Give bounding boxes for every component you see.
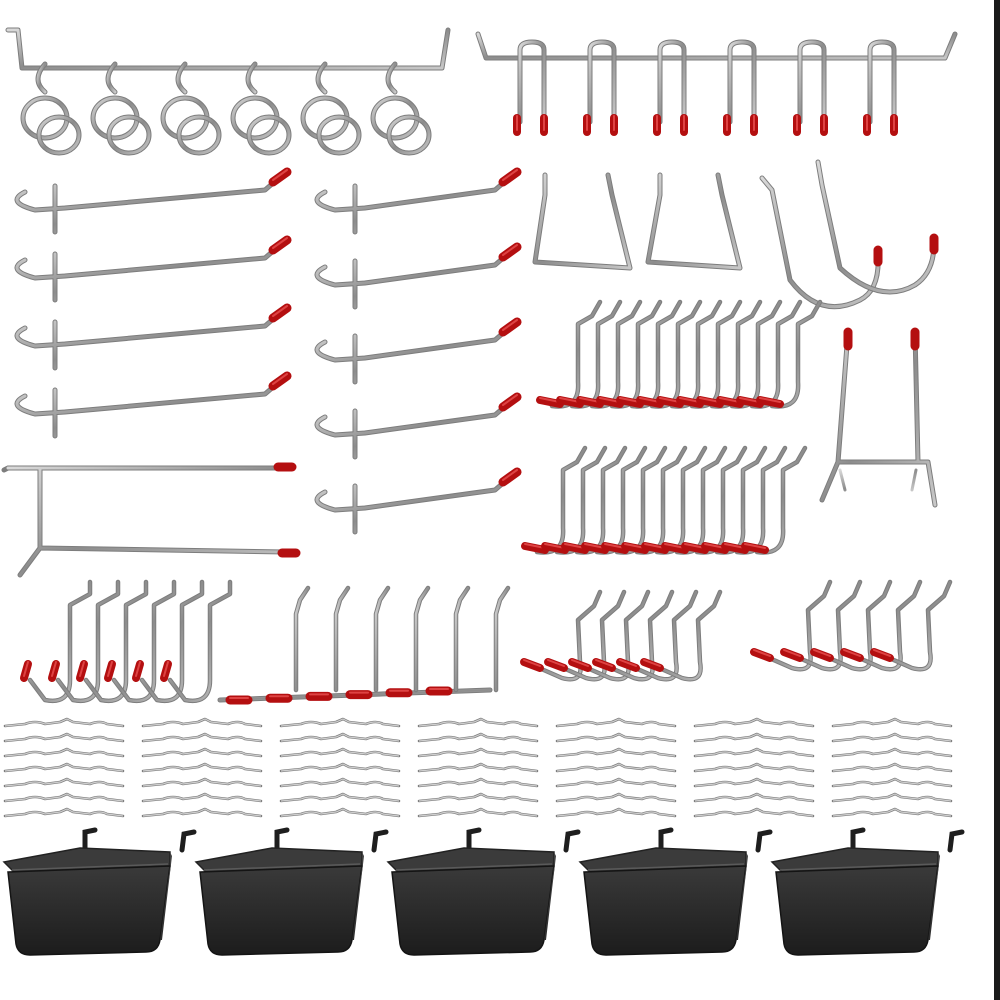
bin-clip: [947, 829, 965, 853]
double-j-hook: [759, 159, 939, 310]
rack-hook: [793, 39, 828, 136]
j-hooks-group-a: [20, 579, 233, 704]
pegboard-lock-stack: [555, 717, 677, 818]
bin-clip: [371, 829, 389, 853]
storage-bin: [2, 827, 197, 956]
long-hook: [314, 317, 522, 385]
j-hook-rack: [475, 31, 958, 136]
curved-hooks-row-1: [536, 299, 823, 409]
l-hooks-group-b: [217, 585, 511, 705]
j-hook: [160, 579, 233, 704]
curved-hook: [696, 299, 763, 409]
pegboard-lock-stack: [3, 717, 125, 818]
l-hook: [333, 585, 351, 693]
storage-bin: [194, 827, 389, 956]
ring-hook: [230, 61, 292, 156]
long-hooks-middle: [314, 167, 522, 535]
rack-hook: [513, 39, 548, 136]
rack-hook: [653, 39, 688, 136]
curved-hook: [756, 299, 823, 409]
long-hook: [314, 167, 522, 235]
bin-clip: [274, 827, 290, 851]
bin-clip: [658, 827, 674, 851]
long-hook: [314, 467, 522, 535]
curved-hook: [736, 299, 803, 409]
curved-hooks-row-2: [521, 445, 808, 555]
curved-hook: [576, 299, 643, 409]
j-hook: [104, 579, 177, 704]
long-hooks-left: [14, 167, 292, 439]
double-prong-holder: [819, 327, 938, 508]
bin-clip: [466, 827, 482, 851]
l-hook: [453, 585, 471, 693]
ring-hook: [20, 61, 82, 156]
curved-hook: [721, 445, 788, 555]
pegboard-locks: [3, 717, 953, 818]
l-hook: [373, 585, 391, 693]
pegboard-lock-stack: [141, 717, 263, 818]
curved-hook: [656, 299, 723, 409]
l-hook: [493, 585, 511, 693]
l-hook: [293, 585, 311, 693]
ring-hook: [370, 61, 432, 156]
angled-hooks-group-c: [520, 589, 723, 682]
curved-hook: [521, 445, 588, 555]
long-hook: [14, 167, 292, 235]
storage-bin: [578, 827, 773, 956]
ring-hook: [160, 61, 222, 156]
storage-bin: [770, 827, 965, 956]
bin-clip: [82, 827, 98, 851]
ring-rack: [5, 27, 451, 156]
storage-bins: [2, 827, 965, 956]
angled-hooks-group-d: [750, 579, 953, 672]
long-hook: [14, 371, 292, 439]
ring-hook: [90, 61, 152, 156]
long-hook: [14, 303, 292, 371]
curved-hook: [616, 299, 683, 409]
curved-hook: [641, 445, 708, 555]
curved-hook: [621, 445, 688, 555]
rack-hook: [583, 39, 618, 136]
pegboard-lock-stack: [279, 717, 401, 818]
angled-hook: [870, 579, 953, 672]
j-hook: [76, 579, 149, 704]
pegboard-lock-stack: [417, 717, 539, 818]
rack-hook: [723, 39, 758, 136]
curved-hook: [741, 445, 808, 555]
pegboard-lock-stack: [831, 717, 953, 818]
curved-hook: [636, 299, 703, 409]
curved-hook: [536, 299, 603, 409]
bin-clip: [755, 829, 773, 853]
l-hook: [413, 585, 431, 693]
ring-hook: [300, 61, 362, 156]
curved-hook: [601, 445, 668, 555]
image-border: [994, 0, 1000, 1000]
pegboard-lock-stack: [693, 717, 815, 818]
storage-bin: [386, 827, 581, 956]
curved-hook: [676, 299, 743, 409]
angled-hook: [640, 589, 723, 682]
bin-clip: [850, 827, 866, 851]
bin-clip: [179, 829, 197, 853]
j-hook: [20, 579, 93, 704]
curved-hook: [541, 445, 608, 555]
bin-clip: [563, 829, 581, 853]
j-hook: [48, 579, 121, 704]
long-hook: [314, 242, 522, 310]
long-hook: [314, 392, 522, 460]
j-hook: [132, 579, 205, 704]
double-long-hook: [1, 462, 301, 578]
loop-holders: [532, 172, 743, 271]
long-hook: [14, 235, 292, 303]
rack-hook: [863, 39, 898, 136]
